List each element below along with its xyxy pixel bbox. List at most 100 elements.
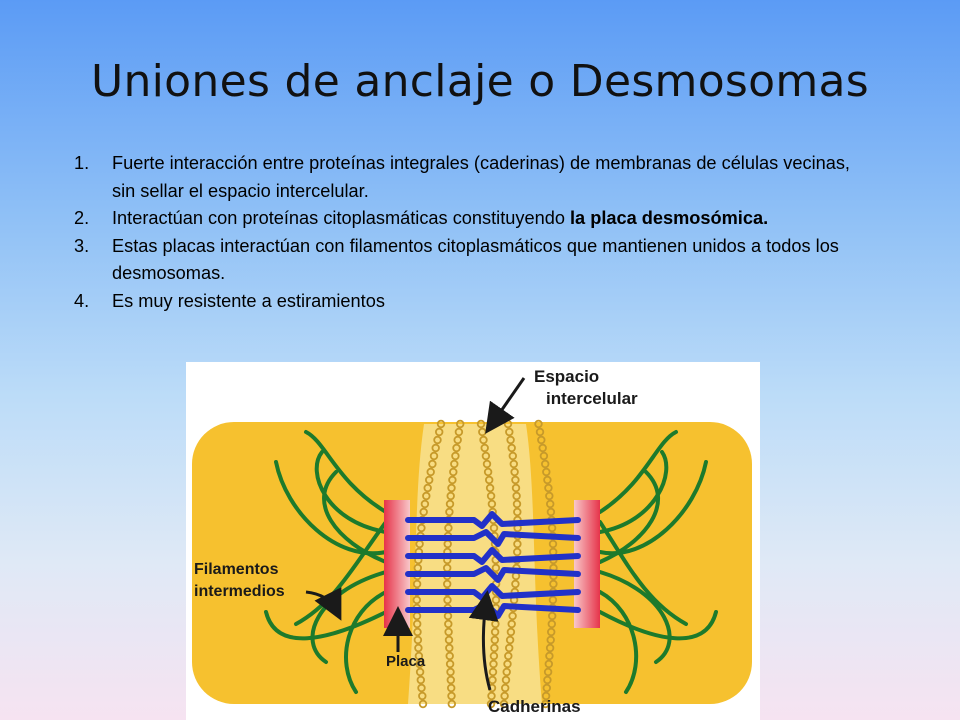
membrane-bead: [413, 627, 422, 637]
membrane-bead: [415, 659, 424, 669]
bullet-list: 1. Fuerte interacción entre proteínas in…: [74, 150, 874, 315]
filament-strand: [598, 470, 660, 564]
membrane-bead: [417, 523, 426, 533]
membrane-bead: [539, 451, 549, 461]
membrane-bead: [513, 539, 522, 549]
membrane-bead: [489, 651, 499, 661]
membrane-bead: [546, 635, 555, 645]
cadherin-strand: [405, 547, 581, 565]
filament-strand: [598, 520, 688, 626]
membrane-bead: [511, 579, 520, 589]
membrane-bead: [513, 547, 522, 557]
membrane-bead: [445, 499, 455, 509]
membrane-bead: [426, 467, 435, 477]
membrane-bead: [443, 579, 452, 589]
membrane-bead: [508, 611, 517, 621]
filament-strand: [598, 570, 672, 664]
membrane-bead: [418, 691, 427, 701]
membrane-bead: [416, 675, 425, 685]
label-intermedios: intermedios: [194, 583, 285, 600]
arrow-cadherinas: [468, 590, 499, 691]
bullet-text: Es muy resistente a estiramientos: [112, 290, 385, 311]
membrane-bead: [412, 579, 422, 589]
membrane-bead: [511, 475, 520, 485]
membrane-bead: [448, 475, 457, 485]
membrane-bead: [503, 659, 512, 669]
membrane-bead: [541, 691, 551, 701]
bullet-number: 4.: [74, 290, 90, 311]
membrane-bead: [543, 667, 553, 677]
filament-strand: [598, 590, 639, 694]
membrane-bead: [445, 507, 454, 517]
membrane-bead: [508, 451, 517, 461]
bullet-number: 1.: [74, 153, 90, 173]
cadherin-strand: [405, 565, 581, 583]
membrane-bead: [453, 435, 462, 445]
membrane-bead: [443, 595, 452, 605]
membrane-bead: [485, 475, 494, 485]
membrane-bead: [433, 435, 442, 445]
membrane-bead: [456, 419, 465, 429]
membrane-bead: [424, 475, 434, 485]
membrane-bead: [487, 499, 497, 509]
membrane-bead: [412, 619, 422, 629]
membrane-bead: [413, 635, 423, 645]
membrane-bead: [546, 499, 555, 509]
membrane-bead: [490, 643, 499, 653]
membrane-bead: [499, 699, 509, 709]
desmosome-figure: Espacio intercelular Filamentos intermed…: [186, 362, 760, 720]
membrane-bead: [500, 691, 509, 701]
membrane-bead: [509, 459, 518, 469]
filament-strand: [598, 430, 678, 514]
membrane-bead: [512, 499, 522, 509]
bullet-text: Interactúan con proteínas citoplasmática…: [112, 208, 570, 228]
bullet-text: Fuerte interacción entre proteínas integ…: [112, 153, 850, 201]
membrane-bead: [482, 459, 492, 469]
arrow-filamentos: [305, 587, 342, 621]
membrane-bead: [547, 619, 556, 629]
cadherin-strand: [405, 511, 581, 529]
label-espacio: Espacio: [534, 367, 599, 386]
membrane-bead: [444, 635, 454, 645]
membrane-bead: [501, 675, 511, 685]
desmosome-diagram: Espacio intercelular Filamentos intermed…: [192, 367, 752, 716]
membrane-bead: [447, 483, 456, 493]
bullet-item: 4. Es muy resistente a estiramientos: [74, 288, 874, 316]
membrane-bead: [412, 595, 421, 605]
arrow-espacio: [485, 377, 526, 434]
bullet-number: 3.: [74, 235, 90, 256]
membrane-bead: [505, 635, 515, 645]
membrane-bead: [444, 627, 453, 637]
membrane-bead: [447, 699, 456, 709]
membrane-bead: [414, 643, 423, 653]
membrane-bead: [512, 491, 521, 501]
membrane-bead: [513, 507, 522, 517]
filament-strand: [264, 610, 388, 641]
intermediate-filaments: [264, 430, 718, 694]
membrane-bead: [420, 499, 430, 509]
membrane-bead: [429, 451, 439, 461]
membrane-bead: [449, 467, 458, 477]
membrane-bead: [422, 491, 431, 501]
membrane-bead: [544, 659, 553, 669]
bullet-item: 1. Fuerte interacción entre proteínas in…: [74, 150, 874, 205]
membrane-bead: [483, 467, 493, 477]
membrane-bead: [502, 667, 511, 677]
membrane-bead: [451, 451, 460, 461]
membrane-bead: [485, 483, 495, 493]
membrane-bead: [542, 683, 551, 693]
membrane-bead: [454, 427, 464, 437]
membrane-bead: [414, 651, 424, 661]
membrane-bead: [547, 627, 556, 637]
membrane-bead: [489, 523, 499, 533]
membrane-bead: [534, 419, 543, 429]
membrane-bead: [507, 443, 516, 453]
membrane-bead: [545, 651, 554, 661]
membrane-bead: [417, 683, 426, 693]
membrane-bead: [549, 579, 558, 589]
membrane-bead: [547, 523, 557, 533]
membrane-bead: [418, 699, 428, 709]
membrane-bead: [507, 619, 516, 629]
filament-strand: [304, 430, 388, 514]
membrane-bead: [431, 443, 440, 453]
